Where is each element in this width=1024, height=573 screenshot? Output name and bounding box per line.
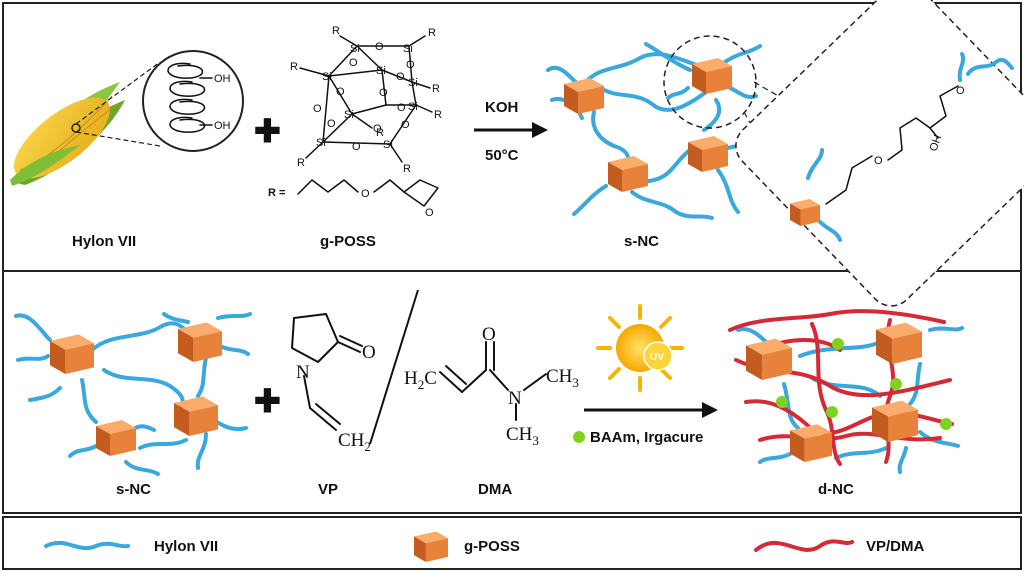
legend-label-gposs: g-POSS [464,538,520,555]
vp-vinyl-ch2: CH2 [338,430,371,454]
zoom-hydroxyl: OH [928,133,945,153]
svg-text:O: O [406,59,415,71]
svg-text:Si: Si [383,139,393,151]
uv-sun-icon [596,304,684,392]
svg-text:Si: Si [322,71,332,83]
svg-text:O: O [327,118,336,130]
snc-network-top [546,42,762,220]
corn-icon [10,82,125,186]
crosslinker-dot-icon [573,431,585,443]
dma-h2c: H2C [404,368,437,392]
poss-cage-atoms: Si Si Si Si Si Si Si Si Si O O O O O O O… [290,25,442,175]
vp-nitrogen: N [296,362,310,383]
svg-text:O: O [397,102,406,114]
label-dnc: d-NC [818,481,854,498]
legend-label-vpdma: VP/DMA [866,538,925,555]
r-group-ether-o: O [361,188,370,200]
snc-network-middle [14,312,252,476]
svg-text:Si: Si [408,101,418,113]
helix-oh-bottom: OH [214,120,231,132]
dma-nitrogen: N [508,388,522,409]
plus-icon-top: ✚ [254,113,281,149]
svg-text:O: O [379,87,388,99]
zoom-detail-structure [790,52,1014,242]
crosslinker-dots [776,338,952,430]
snc-zoom-circle [663,35,757,129]
vp-structure [291,313,363,431]
dma-methyl-bottom: CH3 [506,424,539,448]
svg-text:R: R [403,163,411,175]
r-group-label: R = [268,187,285,199]
helix-oh-top: OH [214,73,231,85]
dma-structure [439,341,547,421]
zoom-ether-o-1: O [874,155,883,167]
label-gposs-top: g-POSS [320,233,376,250]
glycidyl-ether-structure [297,179,439,207]
monomer-separator [369,289,419,445]
crosslinker-label: BAAm, Irgacure [590,429,703,446]
legend-blue-chain-icon [44,540,130,550]
amylose-helix-icon [167,62,213,133]
svg-text:O: O [336,86,345,98]
svg-text:Si: Si [408,77,418,89]
snc-zoom-detail-frame [735,0,1024,307]
svg-text:Si: Si [403,43,413,55]
svg-text:R: R [376,127,384,139]
svg-text:O: O [375,41,384,53]
svg-text:Si: Si [350,43,360,55]
svg-text:R: R [432,83,440,95]
r-group-epoxide-o: O [425,207,434,219]
svg-text:O: O [401,119,410,131]
legend-red-chain-icon [754,539,854,552]
svg-text:O: O [349,57,358,69]
panel-middle-frame [2,270,1022,514]
dnc-network [728,309,964,474]
label-hylon-top: Hylon VII [72,233,136,250]
svg-text:R: R [290,61,298,73]
svg-text:O: O [396,71,405,83]
svg-text:Si: Si [316,137,326,149]
plus-icon-middle: ✚ [254,383,281,419]
svg-text:R: R [434,109,442,121]
condition-temperature: 50°C [485,147,519,164]
legend-label-hylon: Hylon VII [154,538,218,555]
svg-text:O: O [352,141,361,153]
label-vp: VP [318,481,338,498]
vp-oxygen: O [362,342,376,363]
label-snc-middle: s-NC [116,481,151,498]
svg-text:O: O [373,123,382,135]
uv-label: UV [650,352,664,363]
svg-text:Si: Si [344,109,354,121]
svg-text:Si: Si [376,65,386,77]
legend-cube-icon [414,531,448,562]
svg-text:R: R [428,27,436,39]
zoom-ether-o-2: O [956,85,965,97]
svg-text:R: R [332,25,340,37]
condition-reagent: KOH [485,99,518,116]
label-snc-top: s-NC [624,233,659,250]
poss-cage-structure [299,35,433,163]
legend-frame [2,516,1022,570]
label-dma: DMA [478,481,512,498]
svg-text:O: O [313,103,322,115]
dma-methyl-right: CH3 [546,366,579,390]
dma-oxygen: O [482,324,496,345]
svg-text:R: R [297,157,305,169]
